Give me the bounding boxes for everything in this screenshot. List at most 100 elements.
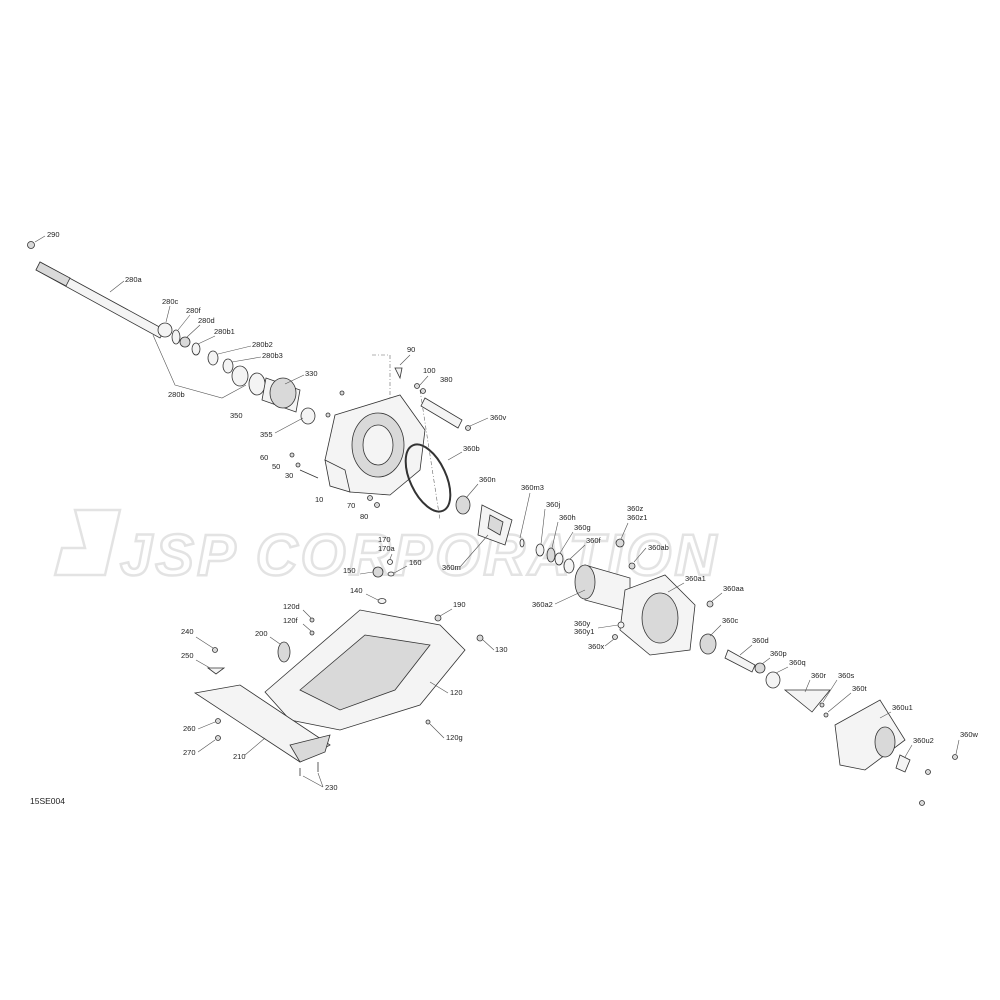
callout-50: 50 bbox=[272, 462, 280, 471]
part-360q bbox=[765, 671, 781, 689]
pump-group bbox=[612, 538, 958, 806]
part-360p bbox=[754, 662, 766, 674]
part-360v bbox=[465, 425, 471, 431]
callouts: 290 280a 280c 280f 280d 280b1 280b2 280b… bbox=[47, 230, 979, 792]
callout-120: 120 bbox=[450, 688, 463, 697]
part-360g bbox=[554, 552, 564, 566]
callout-360q: 360q bbox=[789, 658, 806, 667]
callout-240: 240 bbox=[181, 627, 194, 636]
bolt-30 bbox=[299, 469, 319, 479]
callout-360w: 360w bbox=[960, 730, 979, 739]
part-350 bbox=[231, 365, 249, 387]
part-120f bbox=[309, 630, 315, 636]
callout-10: 10 bbox=[315, 495, 323, 504]
part-90 bbox=[394, 367, 403, 380]
callout-280c: 280c bbox=[162, 297, 179, 306]
part-360d-shaft bbox=[724, 649, 756, 673]
callout-230: 230 bbox=[325, 783, 338, 792]
part-360m3 bbox=[519, 538, 525, 548]
callout-360u2: 360u2 bbox=[913, 736, 934, 745]
callout-280a: 280a bbox=[125, 275, 143, 284]
part-360u2 bbox=[895, 754, 911, 773]
part-280b2 bbox=[207, 350, 219, 366]
part-350-ring bbox=[248, 372, 266, 396]
callout-350: 350 bbox=[230, 411, 243, 420]
part-360u1-outlet bbox=[874, 726, 896, 758]
callout-160: 160 bbox=[409, 558, 422, 567]
part-360s bbox=[819, 702, 825, 708]
callout-360g: 360g bbox=[574, 523, 591, 532]
part-130 bbox=[476, 634, 484, 642]
callout-355: 355 bbox=[260, 430, 273, 439]
part-360j bbox=[535, 543, 545, 557]
callout-330: 330 bbox=[305, 369, 318, 378]
part-270 bbox=[215, 735, 221, 741]
part-250 bbox=[206, 667, 226, 675]
part-360aa bbox=[706, 600, 714, 608]
part-140 bbox=[377, 598, 387, 604]
callout-360h: 360h bbox=[559, 513, 576, 522]
part-240 bbox=[212, 647, 218, 653]
part-170 bbox=[387, 559, 393, 565]
callout-100: 100 bbox=[423, 366, 436, 375]
part-200 bbox=[277, 641, 291, 663]
callout-290: 290 bbox=[47, 230, 60, 239]
callout-360d: 360d bbox=[752, 636, 769, 645]
callout-120g: 120g bbox=[446, 733, 463, 742]
part-280d bbox=[179, 336, 191, 348]
callout-360m3: 360m3 bbox=[521, 483, 544, 492]
callout-80: 80 bbox=[360, 512, 368, 521]
drive-shaft-group bbox=[27, 241, 316, 425]
callout-360b: 360b bbox=[463, 444, 480, 453]
part-100b bbox=[420, 388, 426, 394]
callout-260: 260 bbox=[183, 724, 196, 733]
callout-360ab: 360ab bbox=[648, 543, 669, 552]
callout-360y1: 360y1 bbox=[574, 627, 594, 636]
part-355-clamp bbox=[300, 407, 316, 425]
bolt-360w bbox=[919, 800, 925, 806]
callout-30: 30 bbox=[285, 471, 293, 480]
callout-210: 210 bbox=[233, 752, 246, 761]
part-190 bbox=[434, 614, 442, 622]
callout-270: 270 bbox=[183, 748, 196, 757]
callout-170: 170 bbox=[378, 535, 391, 544]
part-360b-seal bbox=[404, 443, 452, 513]
bolt-70 bbox=[367, 495, 373, 501]
callout-120f: 120f bbox=[283, 616, 299, 625]
impeller-group bbox=[404, 443, 631, 613]
part-360t bbox=[823, 712, 829, 718]
callout-280f: 280f bbox=[186, 306, 202, 315]
axis-line-380 bbox=[419, 389, 441, 521]
part-360z bbox=[615, 538, 625, 548]
bolt-50 bbox=[295, 462, 301, 468]
part-280f bbox=[171, 329, 181, 345]
part-210-grate bbox=[193, 684, 331, 763]
part-360h bbox=[546, 547, 556, 563]
part-360c bbox=[699, 633, 717, 655]
callout-70: 70 bbox=[347, 501, 355, 510]
callout-280b1: 280b1 bbox=[214, 327, 235, 336]
part-280c bbox=[157, 322, 173, 338]
part-280b3 bbox=[222, 358, 234, 374]
part-380-rod bbox=[420, 397, 463, 429]
callout-360y: 360y bbox=[574, 619, 591, 628]
callout-280b: 280b bbox=[168, 390, 185, 399]
figure-reference: 15SE004 bbox=[30, 796, 65, 806]
part-360ab bbox=[628, 562, 636, 570]
part-280b1 bbox=[191, 342, 201, 356]
part-360f bbox=[563, 558, 575, 574]
part-10-foot bbox=[324, 459, 351, 493]
housing-group bbox=[289, 354, 471, 521]
callout-90: 90 bbox=[407, 345, 415, 354]
part-120g bbox=[425, 719, 431, 725]
callout-360x: 360x bbox=[588, 642, 605, 651]
part-120d bbox=[309, 617, 315, 623]
callout-360f: 360f bbox=[586, 536, 602, 545]
callout-60: 60 bbox=[260, 453, 268, 462]
callout-280d: 280d bbox=[198, 316, 215, 325]
part-120-fins bbox=[299, 634, 431, 711]
callout-150: 150 bbox=[343, 566, 356, 575]
part-280a-spline bbox=[35, 261, 71, 287]
part-290-nut bbox=[27, 241, 35, 249]
